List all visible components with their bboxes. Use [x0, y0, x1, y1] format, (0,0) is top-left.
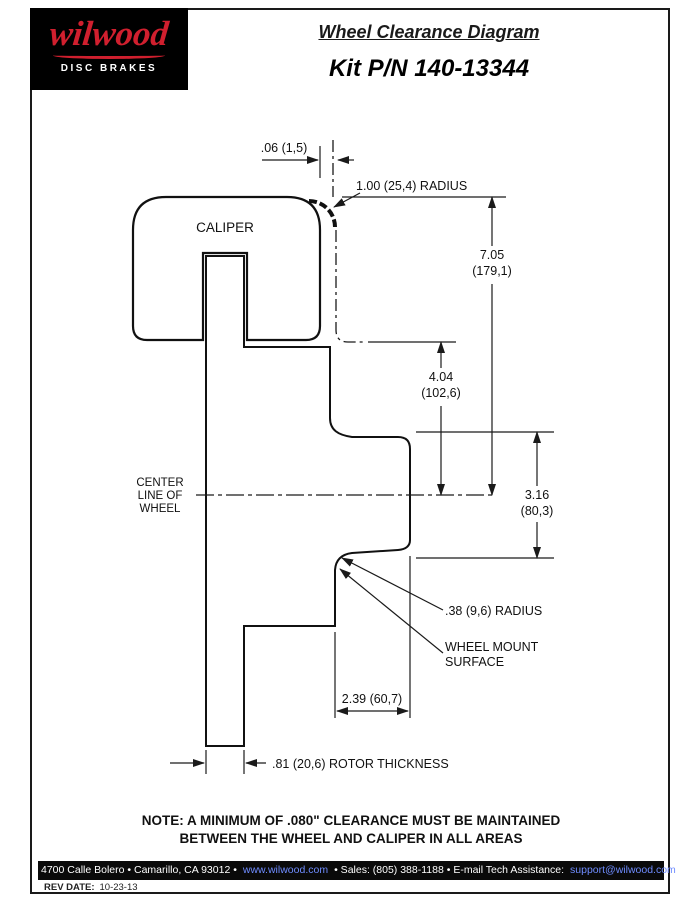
kit-part-number: Kit P/N 140-13344 [328, 55, 530, 82]
top-radius-label: 1.00 (25,4) RADIUS [356, 179, 467, 193]
note-line1: NOTE: A MINIMUM OF .080" CLEARANCE MUST … [141, 813, 561, 828]
clearance-note: NOTE: A MINIMUM OF .080" CLEARANCE MUST … [30, 812, 672, 848]
wheel-corner-radius-arc [308, 199, 337, 228]
wheel-mount-label-line1: WHEEL MOUNT [445, 640, 539, 654]
total-height-metric: (179,1) [472, 264, 512, 278]
caliper-height-metric: (102,6) [421, 386, 461, 400]
hat-depth-label: 2.39 (60,7) [342, 692, 402, 706]
caliper-height-label-bg [414, 368, 468, 406]
bottom-radius-leader [341, 557, 444, 611]
bottom-radius-label: .38 (9,6) RADIUS [445, 604, 542, 618]
note-line2: BETWEEN THE WHEEL AND CALIPER IN ALL ARE… [179, 831, 523, 847]
footer-website-link[interactable]: www.wilwood.com [242, 864, 329, 876]
rev-date: REV DATE: 10-23-13 [44, 882, 138, 893]
total-height-label-bg [466, 246, 518, 284]
hub-metric: (80,3) [521, 504, 554, 518]
centerline-label-line2: LINE OF [138, 490, 183, 502]
logo-swoosh [53, 52, 165, 59]
rev-date-value: 10-23-13 [99, 882, 138, 893]
hub-label-bg [511, 486, 563, 522]
top-radius-leader [333, 192, 361, 208]
rotor-hat-shape [205, 255, 411, 747]
page-border [30, 8, 670, 894]
centerline-label-line3: WHEEL [140, 503, 182, 515]
wheel-profile-line-side [335, 230, 366, 343]
page-title: Wheel Clearance Diagram [318, 22, 540, 42]
caliper-label: CALIPER [196, 220, 254, 235]
rotor-thickness-label: .81 (20,6) ROTOR THICKNESS [272, 757, 449, 771]
footer-contact-bar: 4700 Calle Bolero • Camarillo, CA 93012 … [38, 861, 676, 880]
wheel-mount-leader [339, 568, 444, 654]
header-titles: Wheel Clearance Diagram Kit P/N 140-1334… [190, 22, 668, 83]
caliper-shape [131, 195, 322, 342]
gap-dimension-label: .06 (1,5) [261, 141, 308, 155]
caliper-height-value: 4.04 [429, 370, 453, 384]
total-height-value: 7.05 [480, 248, 504, 262]
footer-email-link[interactable]: support@wilwood.com [570, 864, 676, 876]
wilwood-logo-text: wilwood [47, 14, 171, 53]
hub-value: 3.16 [525, 488, 549, 502]
wilwood-logo: wilwood DISC BRAKES [30, 8, 188, 90]
footer-sales: • Sales: (805) 388-1188 • E-mail Tech As… [334, 864, 565, 876]
wheel-mount-label-line2: SURFACE [445, 655, 504, 669]
centerline-label-line1: CENTER [136, 477, 183, 489]
footer-address: 4700 Calle Bolero • Camarillo, CA 93012 … [41, 864, 237, 876]
logo-tagline: DISC BRAKES [60, 63, 158, 74]
rev-date-label: REV DATE: [44, 882, 95, 893]
